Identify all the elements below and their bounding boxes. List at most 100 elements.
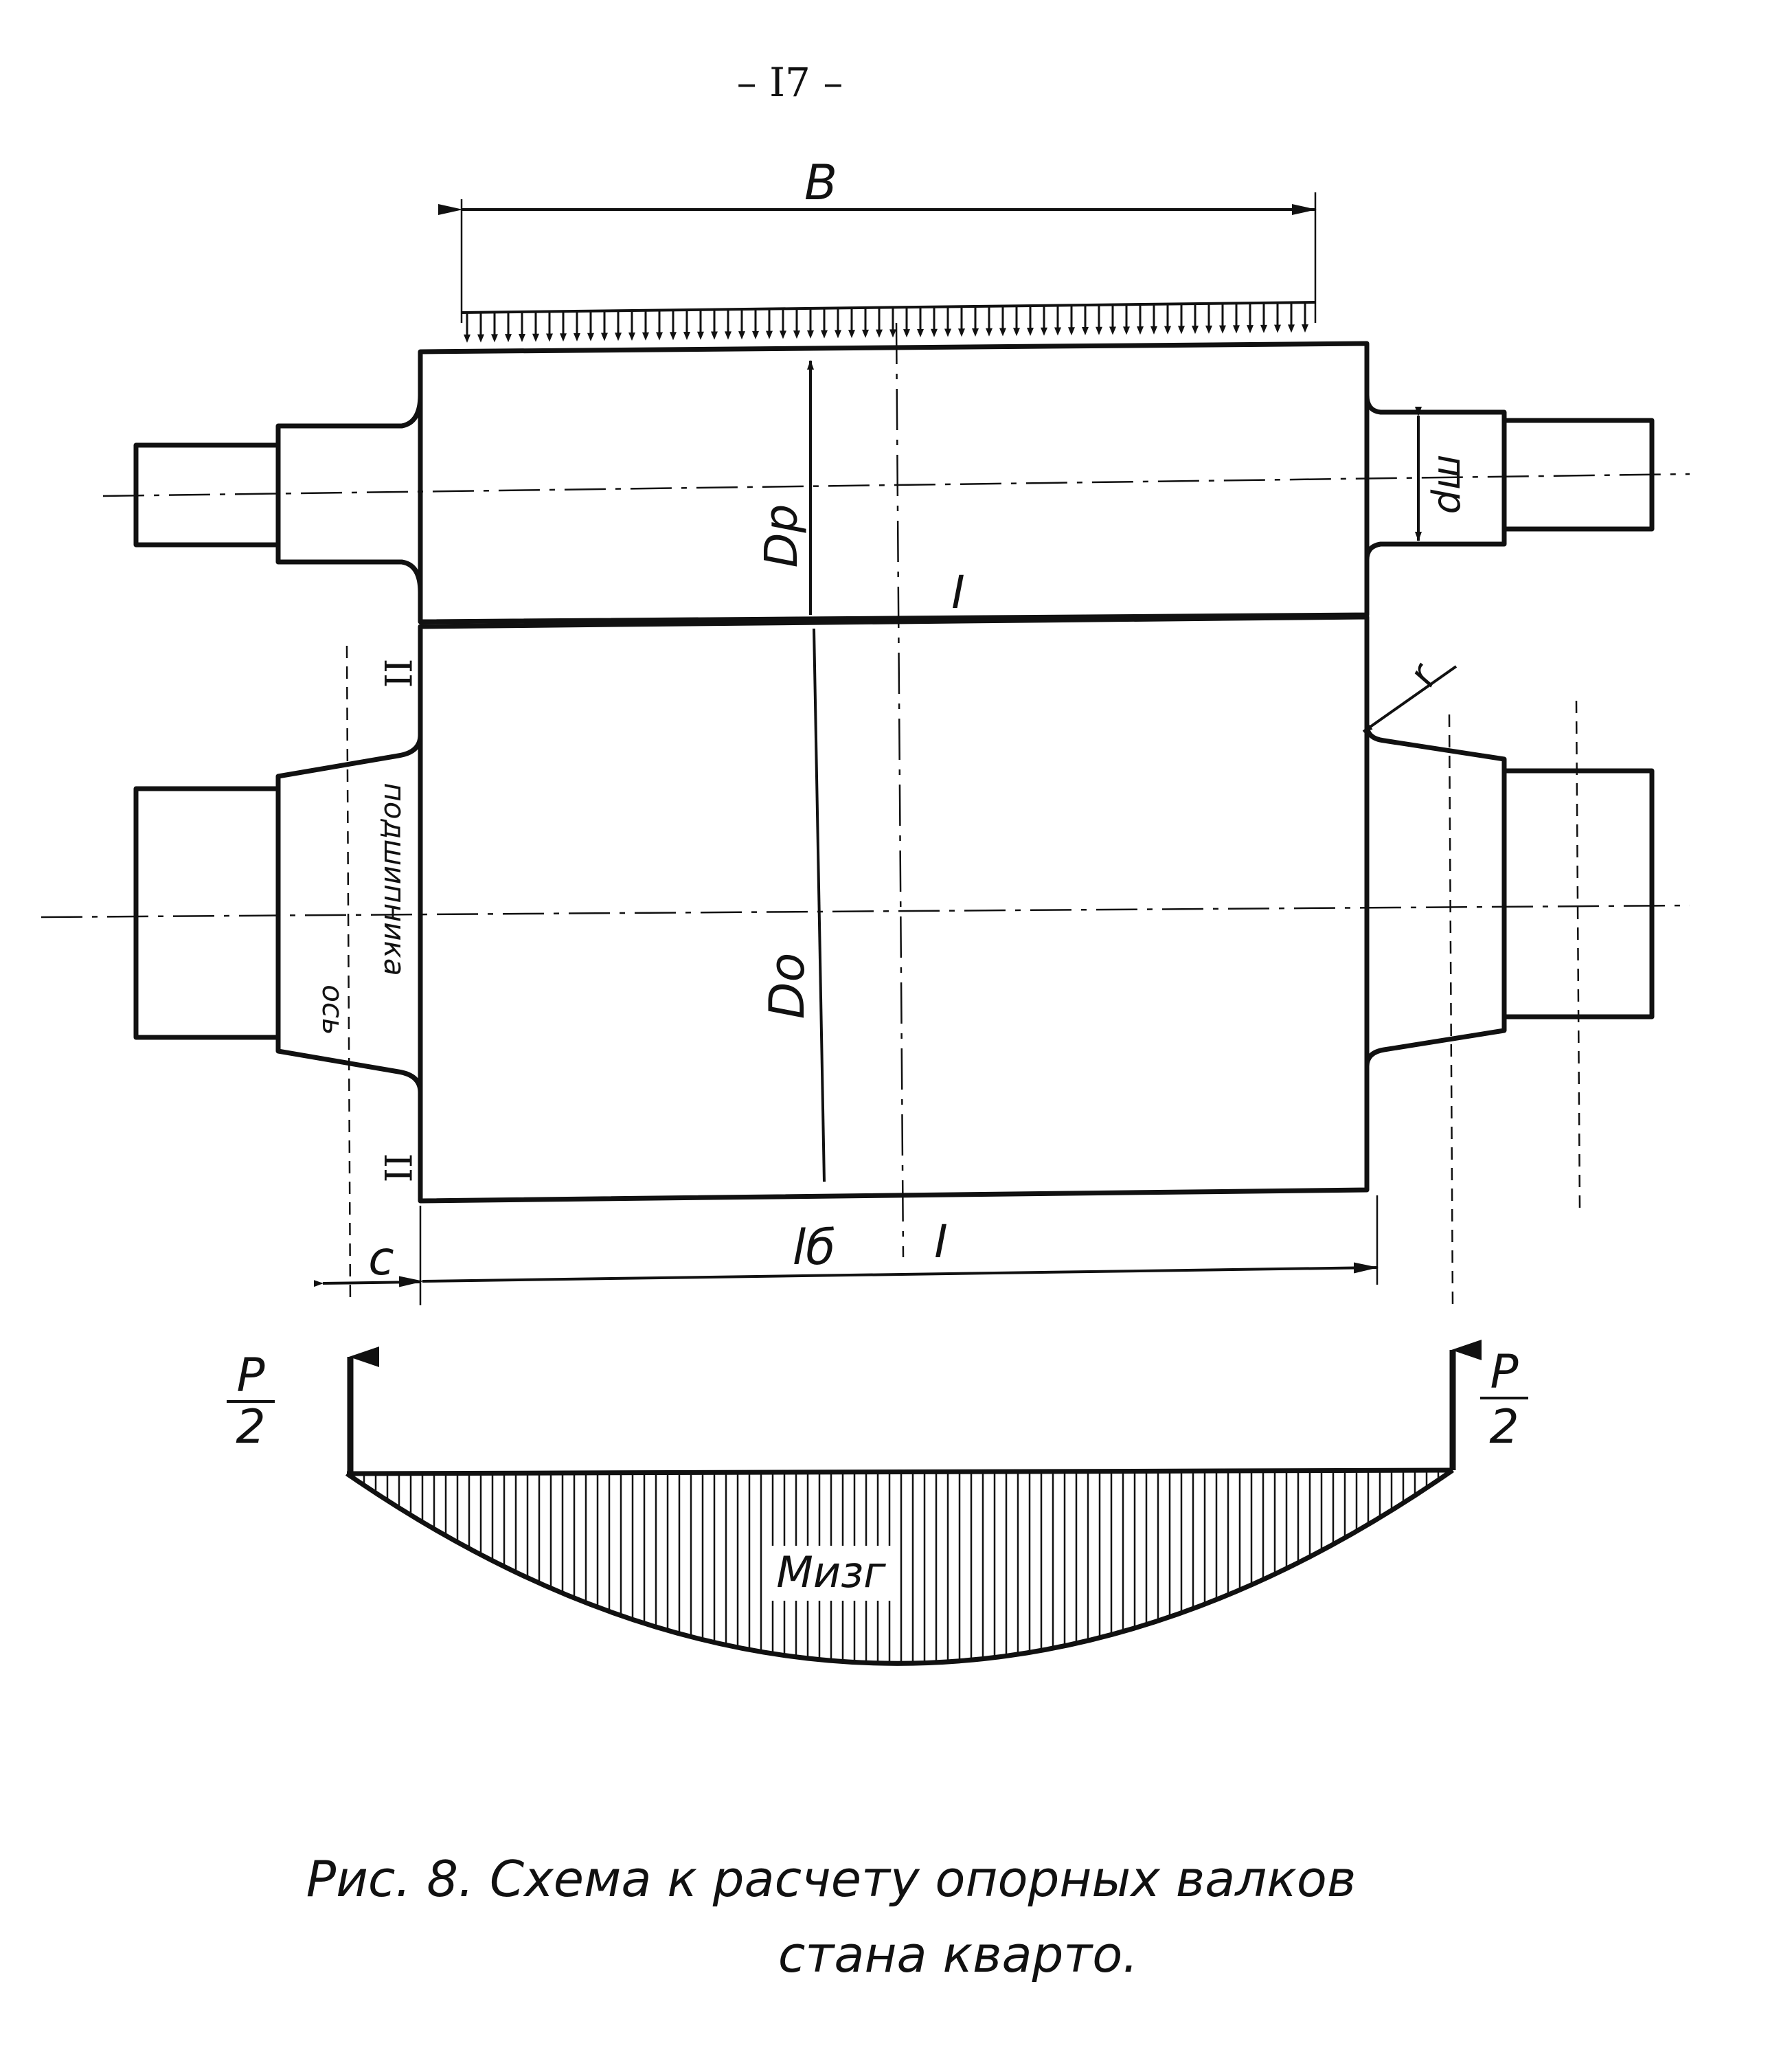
- load-arrow-head: [876, 329, 883, 338]
- do-dimension: [813, 628, 826, 1182]
- load-arrow-head: [807, 330, 814, 339]
- c-dimension-line: [313, 1280, 421, 1287]
- label-b: B: [804, 155, 837, 211]
- backup-roll-barrel: [418, 614, 1370, 1204]
- load-arrow-head: [931, 328, 938, 337]
- bearing-axis-right: [1448, 714, 1454, 1306]
- distributed-load-top: [461, 301, 1316, 314]
- load-arrow-head: [601, 333, 608, 341]
- label-section-I-lower: I: [934, 1215, 947, 1268]
- moment-baseline: [346, 1467, 1453, 1476]
- label-section-II-lower: II: [376, 1153, 419, 1183]
- load-arrow-head: [1054, 327, 1061, 336]
- work-roll-centerline: [102, 473, 1690, 497]
- load-arrow-head: [1109, 326, 1116, 335]
- load-arrow-head: [1082, 327, 1089, 336]
- load-arrow-head: [574, 333, 580, 341]
- load-arrow-head: [972, 328, 979, 337]
- load-arrow-head: [1302, 324, 1308, 333]
- p-left-denominator: 2: [236, 1400, 265, 1454]
- load-arrow-head: [986, 328, 993, 337]
- load-arrow-head: [491, 334, 498, 343]
- r-leader: [1362, 665, 1458, 733]
- load-arrow-head: [1219, 325, 1226, 334]
- label-bearing-axis-1: ось: [316, 984, 350, 1035]
- load-arrow-head: [1288, 324, 1295, 333]
- load-arrow-head: [903, 329, 910, 338]
- label-m-izg: Mизг: [776, 1547, 886, 1597]
- vertical-centerline: [895, 322, 905, 1258]
- p-half-left: P 2: [227, 1349, 275, 1454]
- label-section-II-upper: II: [376, 659, 419, 688]
- load-arrow-head: [642, 332, 649, 341]
- load-arrow-head: [546, 333, 553, 342]
- load-arrow-head: [780, 330, 786, 339]
- load-arrow-head: [1123, 326, 1130, 335]
- load-arrow-head: [656, 332, 663, 341]
- caption-line-1: Рис. 8. Схема к расчету опорных валков: [306, 1850, 1357, 1908]
- load-arrow-head: [519, 333, 525, 342]
- load-arrow-head: [1041, 327, 1047, 336]
- load-arrow-head: [697, 331, 704, 340]
- label-do: Do: [759, 953, 815, 1020]
- label-lb: lб: [793, 1219, 836, 1276]
- load-arrow-head: [628, 333, 635, 341]
- load-arrow-head: [711, 331, 718, 340]
- load-arrow-head: [835, 330, 841, 339]
- load-arrow-head: [615, 333, 622, 341]
- lb-dimension-line: [398, 1262, 1379, 1287]
- load-arrow-head: [1192, 326, 1199, 335]
- load-arrow-head: [889, 329, 896, 338]
- load-arrow-head: [752, 330, 759, 339]
- bearing-axis-left: [345, 645, 352, 1306]
- load-arrow-head: [464, 334, 470, 343]
- load-arrow-head: [793, 330, 800, 339]
- load-arrow-head: [1247, 325, 1254, 334]
- p-right-numerator: P: [1490, 1345, 1518, 1399]
- load-arrow-head: [917, 328, 924, 337]
- load-arrow-head: [1164, 326, 1171, 335]
- p-left-numerator: P: [236, 1349, 264, 1403]
- work-roll-barrel: [418, 341, 1370, 624]
- label-dp: Dp: [755, 504, 808, 568]
- moment-hatching: [363, 1470, 1440, 1664]
- caption-line-2: стана кварто.: [778, 1926, 1138, 1983]
- load-arrow-head: [532, 333, 539, 342]
- load-arrow-head: [683, 332, 690, 341]
- load-arrow-head: [1096, 326, 1102, 335]
- label-bearing-axis-2: подшипника: [378, 782, 411, 976]
- backup-roll-neck-right: [1364, 724, 1655, 1067]
- page-number: – I7 –: [737, 59, 843, 106]
- load-arrow-head: [1260, 324, 1267, 333]
- load-arrow-head: [944, 328, 951, 337]
- load-arrow-head: [1178, 326, 1185, 335]
- load-arrow-head: [958, 328, 965, 337]
- load-arrow-head: [1137, 326, 1144, 335]
- load-arrow-head: [1068, 327, 1075, 336]
- load-arrow-head: [1205, 325, 1212, 334]
- label-c: c: [368, 1232, 394, 1286]
- p-right-denominator: 2: [1489, 1400, 1519, 1454]
- distributed-load-arrows: [464, 302, 1308, 343]
- load-arrow-head: [848, 330, 855, 339]
- load-arrow-head: [477, 334, 484, 343]
- label-section-I-upper: I: [951, 566, 964, 619]
- load-arrow-head: [560, 333, 567, 342]
- label-dsh: dш: [1425, 455, 1469, 515]
- load-arrow-head: [766, 330, 773, 339]
- load-arrow-head: [1150, 326, 1157, 335]
- load-arrow-head: [1013, 328, 1020, 337]
- load-arrow-head: [862, 329, 869, 338]
- load-arrow-head: [505, 334, 512, 343]
- load-arrow-head: [821, 330, 828, 339]
- backup-roll-centerline: [41, 904, 1690, 919]
- load-arrow-head: [1233, 325, 1240, 334]
- load-arrow-head: [1274, 324, 1281, 333]
- p-half-right: P 2: [1480, 1345, 1528, 1454]
- load-arrow-head: [587, 333, 594, 341]
- load-arrow-head: [670, 332, 677, 341]
- load-arrow-head: [738, 331, 745, 340]
- load-arrow-head: [1027, 328, 1034, 337]
- load-arrow-head: [999, 328, 1006, 337]
